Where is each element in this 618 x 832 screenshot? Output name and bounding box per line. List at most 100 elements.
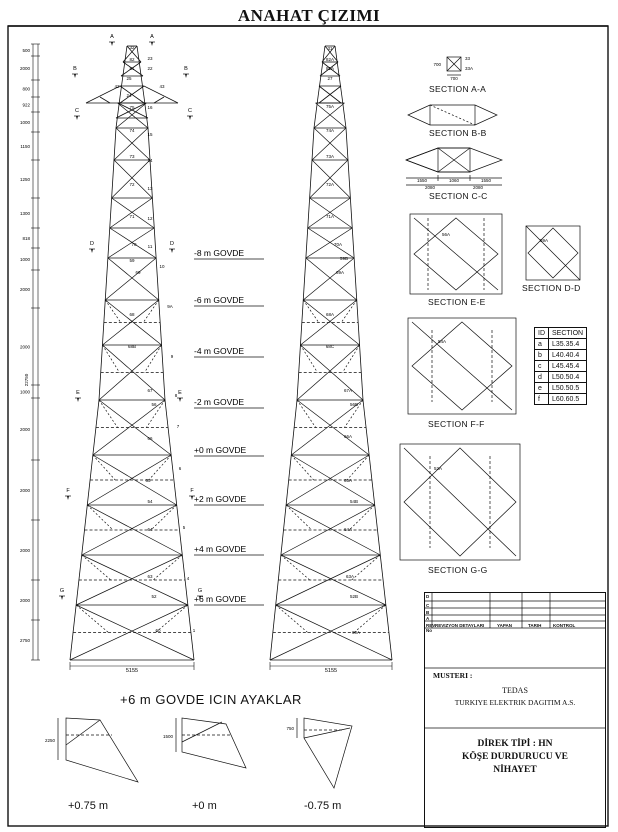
member-id: 72	[129, 182, 135, 187]
member-id: 71	[129, 214, 135, 219]
rev-row-c: C	[426, 603, 430, 608]
section-g-member: 52A	[434, 466, 442, 471]
member-id: 74	[129, 128, 135, 133]
base-dimension-right	[269, 662, 393, 670]
dimension-value: 2000	[20, 427, 31, 432]
dimension-value: 818	[22, 236, 30, 241]
member-id: 12	[147, 216, 153, 221]
tower-type-line-1: DİREK TİPİ : HN	[477, 739, 553, 749]
base-width-left: 5155	[126, 668, 138, 674]
foot-plus-075-drawing	[57, 717, 139, 783]
section-g-label: SECTION G-G	[428, 565, 488, 575]
tower-left-lattice	[69, 102, 195, 661]
dimension-values: 5002000800922100011501250130081810002000…	[20, 48, 31, 643]
member-id: 15	[147, 132, 153, 137]
member-id: 56B	[350, 402, 358, 407]
member-id: 68	[129, 312, 135, 317]
member-id: 70A	[334, 242, 342, 247]
dimension-value: 800	[22, 87, 30, 92]
member-id: 31	[327, 46, 333, 51]
table-cell: e	[534, 382, 549, 394]
dimension-value: 1300	[20, 211, 31, 216]
section-marker: B	[73, 66, 77, 72]
dimension-value: 2000	[20, 488, 31, 493]
tower-type-line-2: KÖŞE DURDURUCU VE	[462, 752, 568, 762]
tower-type: DİREK TİPİ : HN KÖŞE DURDURUCU VE NİHAYE…	[425, 738, 605, 777]
section-c-dim-2: 1060	[449, 178, 460, 183]
dimension-value: 1250	[20, 177, 31, 182]
body-label: +4 m GOVDE	[194, 544, 247, 554]
section-marker: B	[184, 66, 188, 72]
section-e-label: SECTION E-E	[428, 297, 486, 307]
base-width-right: 5155	[325, 668, 337, 674]
section-marker: A	[110, 34, 114, 40]
customer-name: TEDAS	[502, 686, 528, 695]
table-cell: f	[534, 393, 549, 405]
member-id: 9A	[167, 304, 173, 309]
section-c-label: SECTION C-C	[429, 191, 488, 201]
section-a-dim-bottom: 700	[450, 76, 458, 81]
table-cell: L60.60.5	[547, 393, 588, 405]
table-cell: L45.45.4	[547, 360, 588, 372]
member-id: 68C	[326, 344, 335, 349]
body-label: -6 m GOVDE	[194, 295, 244, 305]
foot-plus-075-dim: 2250	[45, 738, 56, 743]
tower-type-line-3: NİHAYET	[493, 765, 537, 775]
member-id: 75	[129, 105, 135, 110]
table-cell: L50.50.4	[547, 371, 588, 383]
dimension-ticks	[31, 43, 40, 661]
section-f-f-drawing	[407, 317, 517, 415]
dimension-value: 1150	[20, 144, 30, 149]
company-name: TURKIYE ELEKTRIK DAGITIM A.S.	[454, 698, 576, 707]
tower-left	[69, 45, 195, 661]
tower-right-lattice	[269, 102, 393, 661]
section-d-member: 59A	[540, 238, 548, 243]
dimension-value: 500	[22, 48, 30, 53]
total-height: 22750	[24, 373, 29, 386]
member-id: 67A	[344, 388, 352, 393]
section-c-dim-3: 1550	[481, 178, 492, 183]
section-marker: F	[66, 488, 70, 494]
rev-row-a: A	[426, 616, 430, 621]
body-label: -2 m GOVDE	[194, 397, 244, 407]
dimension-value: 2000	[20, 598, 31, 603]
member-id: 69A	[336, 270, 344, 275]
dimension-value: 2750	[20, 638, 31, 643]
title-block-grid	[424, 592, 606, 729]
member-id: 59	[129, 258, 135, 263]
member-id: 65A	[344, 478, 352, 483]
table-cell: c	[534, 360, 549, 372]
foot-minus-075-drawing	[296, 717, 353, 789]
section-marker: D	[170, 241, 174, 247]
member-id: 64A	[344, 527, 352, 532]
member-id: 73A	[326, 154, 334, 159]
member-id: 59B	[340, 256, 348, 261]
member-id: 70	[131, 242, 137, 247]
member-id: 1	[193, 628, 196, 633]
section-marker: G	[60, 588, 64, 594]
section-g-g-drawing	[399, 443, 521, 561]
section-table-header-section: SECTION	[547, 327, 588, 339]
section-marker: C	[188, 108, 192, 114]
section-b-label: SECTION B-B	[429, 128, 487, 138]
section-table-header-id: ID	[534, 327, 549, 339]
dimension-value: 2000	[20, 66, 31, 71]
dimension-value: 1000	[20, 120, 31, 125]
member-id: 65	[145, 478, 151, 483]
dimension-value: 1000	[20, 390, 31, 395]
member-id: 66	[147, 436, 153, 441]
body-labels: -8 m GOVDE-6 m GOVDE-4 m GOVDE-2 m GOVDE…	[194, 248, 264, 606]
member-id: 32	[129, 45, 135, 50]
member-id: 60A	[352, 630, 360, 635]
dimension-value: 2000	[20, 345, 31, 350]
dimension-value: 1000	[20, 257, 31, 262]
section-marker: G	[198, 588, 202, 594]
member-id: 52B	[350, 594, 358, 599]
body-label: -4 m GOVDE	[194, 346, 244, 356]
